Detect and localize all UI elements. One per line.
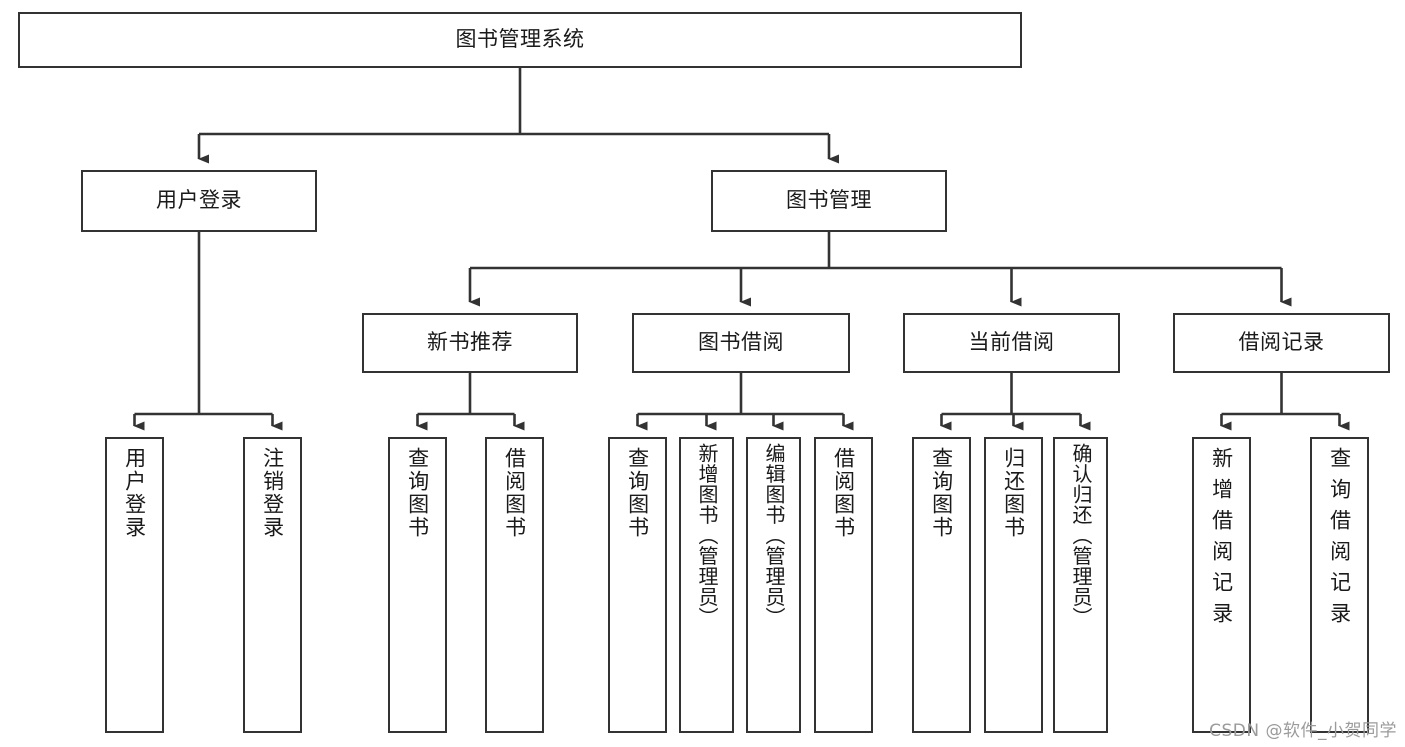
node-leaf-user-login[interactable]: 用户登录 bbox=[105, 437, 164, 733]
node-label: 借阅图书 bbox=[831, 447, 856, 539]
node-leaf-query-record[interactable]: 查询借阅记录 bbox=[1310, 437, 1369, 733]
node-leaf-add-book[interactable]: 新增图书（管理员） bbox=[679, 437, 734, 733]
node-label: 图书管理 bbox=[786, 188, 872, 213]
node-root[interactable]: 图书管理系统 bbox=[18, 12, 1022, 68]
node-borrow-record[interactable]: 借阅记录 bbox=[1173, 313, 1390, 373]
node-leaf-query-book-1[interactable]: 查询图书 bbox=[388, 437, 447, 733]
node-label: 查询图书 bbox=[625, 447, 650, 539]
node-label: 注销登录 bbox=[260, 447, 285, 539]
node-leaf-add-record[interactable]: 新增借阅记录 bbox=[1192, 437, 1251, 733]
node-label: 新增图书（管理员） bbox=[695, 443, 719, 628]
node-current-borrow[interactable]: 当前借阅 bbox=[903, 313, 1120, 373]
node-label: 借阅记录 bbox=[1238, 330, 1325, 355]
node-leaf-edit-book[interactable]: 编辑图书（管理员） bbox=[746, 437, 801, 733]
node-book-manage[interactable]: 图书管理 bbox=[711, 170, 947, 232]
node-label: 查询图书 bbox=[929, 447, 954, 539]
node-label: 新增借阅记录 bbox=[1209, 447, 1234, 633]
node-new-book-rec[interactable]: 新书推荐 bbox=[362, 313, 578, 373]
node-leaf-borrow-book-1[interactable]: 借阅图书 bbox=[485, 437, 544, 733]
node-label: 用户登录 bbox=[156, 188, 242, 213]
csdn-watermark: CSDN @软件_小贺同学 bbox=[1209, 721, 1397, 741]
node-label: 新书推荐 bbox=[427, 330, 513, 355]
node-label: 当前借阅 bbox=[968, 330, 1055, 355]
node-leaf-query-book-3[interactable]: 查询图书 bbox=[912, 437, 971, 733]
node-label: 编辑图书（管理员） bbox=[762, 443, 786, 628]
node-label: 用户登录 bbox=[122, 447, 147, 539]
node-label: 确认归还（管理员） bbox=[1069, 443, 1093, 628]
node-label: 图书管理系统 bbox=[455, 27, 585, 52]
node-label: 查询借阅记录 bbox=[1327, 447, 1352, 633]
node-book-borrow[interactable]: 图书借阅 bbox=[632, 313, 850, 373]
node-label: 归还图书 bbox=[1001, 447, 1026, 539]
node-leaf-confirm-return[interactable]: 确认归还（管理员） bbox=[1053, 437, 1108, 733]
node-label: 借阅图书 bbox=[502, 447, 527, 539]
node-leaf-borrow-book-2[interactable]: 借阅图书 bbox=[814, 437, 873, 733]
node-leaf-return-book[interactable]: 归还图书 bbox=[984, 437, 1043, 733]
node-label: 查询图书 bbox=[405, 447, 430, 539]
node-user-login[interactable]: 用户登录 bbox=[81, 170, 317, 232]
node-label: 图书借阅 bbox=[698, 330, 784, 355]
node-leaf-query-book-2[interactable]: 查询图书 bbox=[608, 437, 667, 733]
node-leaf-logout[interactable]: 注销登录 bbox=[243, 437, 302, 733]
